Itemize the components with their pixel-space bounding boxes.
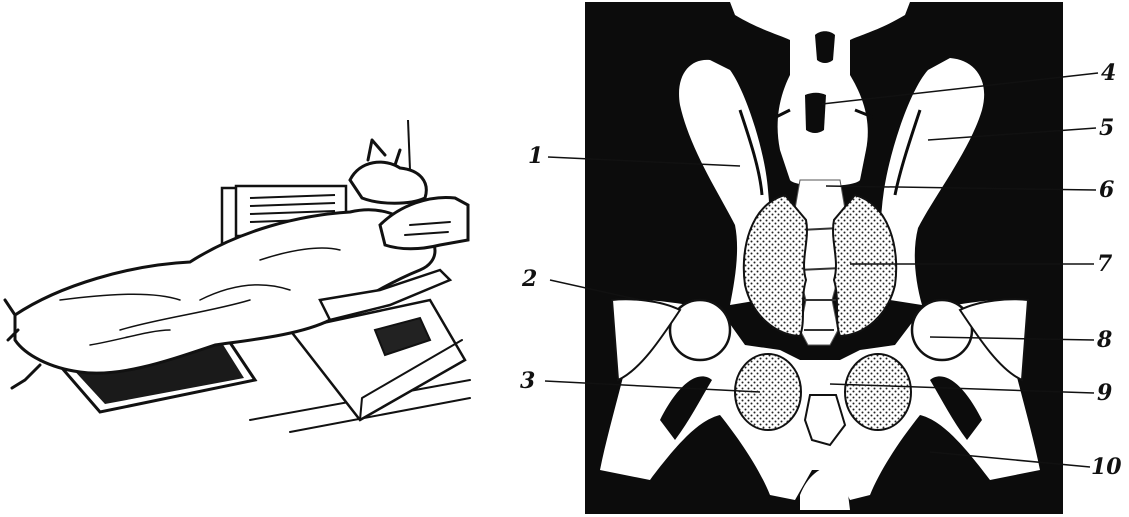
obturator-foramen-right (845, 354, 911, 430)
label-3: 3 (520, 368, 535, 394)
animal-head (350, 162, 426, 203)
label-5: 5 (1099, 115, 1114, 141)
obturator-foramen-left (735, 354, 801, 430)
positioning-illustration (5, 120, 470, 432)
label-7: 7 (1097, 251, 1113, 277)
label-2: 2 (521, 266, 537, 292)
label-1: 1 (528, 143, 543, 169)
label-4: 4 (1101, 60, 1116, 86)
label-8: 8 (1096, 327, 1112, 353)
radiograph-panel (585, 2, 1063, 514)
label-10: 10 (1091, 454, 1122, 480)
label-9: 9 (1097, 380, 1112, 406)
label-6: 6 (1099, 177, 1114, 203)
